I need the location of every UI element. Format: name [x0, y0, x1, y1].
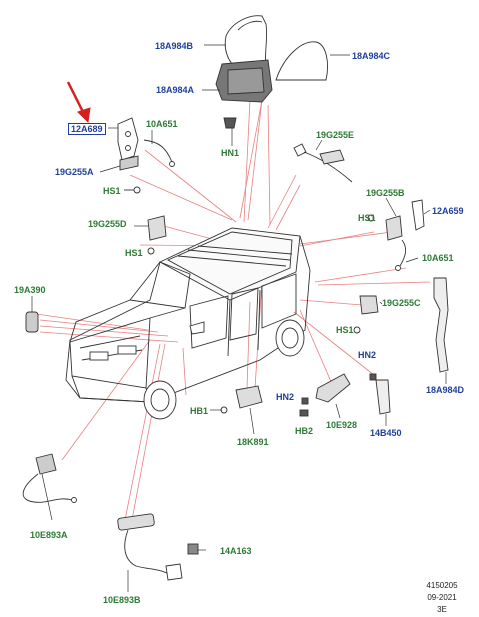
label-14B450: 14B450 — [370, 428, 402, 438]
label-HS1-c: HS1 — [125, 248, 143, 258]
reference-number: 4150205 — [426, 581, 458, 590]
label-10A651-right: 10A651 — [422, 253, 454, 263]
label-19G255C: 19G255C — [382, 298, 421, 308]
label-14A163: 14A163 — [220, 546, 252, 556]
label-HB2: HB2 — [295, 426, 314, 436]
label-19G255B: 19G255B — [366, 188, 405, 198]
label-HN2-b: HN2 — [276, 392, 295, 402]
label-19G255D: 19G255D — [88, 219, 127, 229]
reference-date: 09-2021 — [427, 593, 457, 602]
label-pointers — [31, 44, 447, 592]
leader-lines — [35, 99, 431, 526]
label-19G255E: 19G255E — [316, 130, 355, 140]
label-HN1: HN1 — [221, 148, 240, 158]
label-18A984C: 18A984C — [352, 51, 391, 61]
label-10E893A: 10E893A — [30, 530, 68, 540]
label-18A984D: 18A984D — [426, 385, 465, 395]
vehicle-illustration — [65, 227, 311, 420]
label-19G255A: 19G255A — [55, 167, 94, 177]
label-12A659: 12A659 — [432, 206, 464, 216]
label-HS1-b: HS1 — [358, 213, 376, 223]
label-19A390: 19A390 — [14, 285, 46, 295]
label-10E893B: 10E893B — [103, 595, 141, 605]
label-HS1-a: HS1 — [103, 186, 121, 196]
red-arrow-icon — [66, 81, 91, 124]
label-12A689: 12A689 — [68, 123, 106, 135]
reference-code: 3E — [437, 605, 447, 614]
label-HS1-d: HS1 — [336, 325, 354, 335]
label-18A984B: 18A984B — [155, 41, 194, 51]
label-HN2-a: HN2 — [358, 350, 377, 360]
label-18A984A: 18A984A — [156, 85, 195, 95]
part-drawings — [22, 15, 449, 581]
label-10E928: 10E928 — [326, 420, 358, 430]
label-18K891: 18K891 — [237, 437, 269, 447]
label-10A651-top: 10A651 — [146, 119, 178, 129]
label-HB1: HB1 — [190, 406, 209, 416]
